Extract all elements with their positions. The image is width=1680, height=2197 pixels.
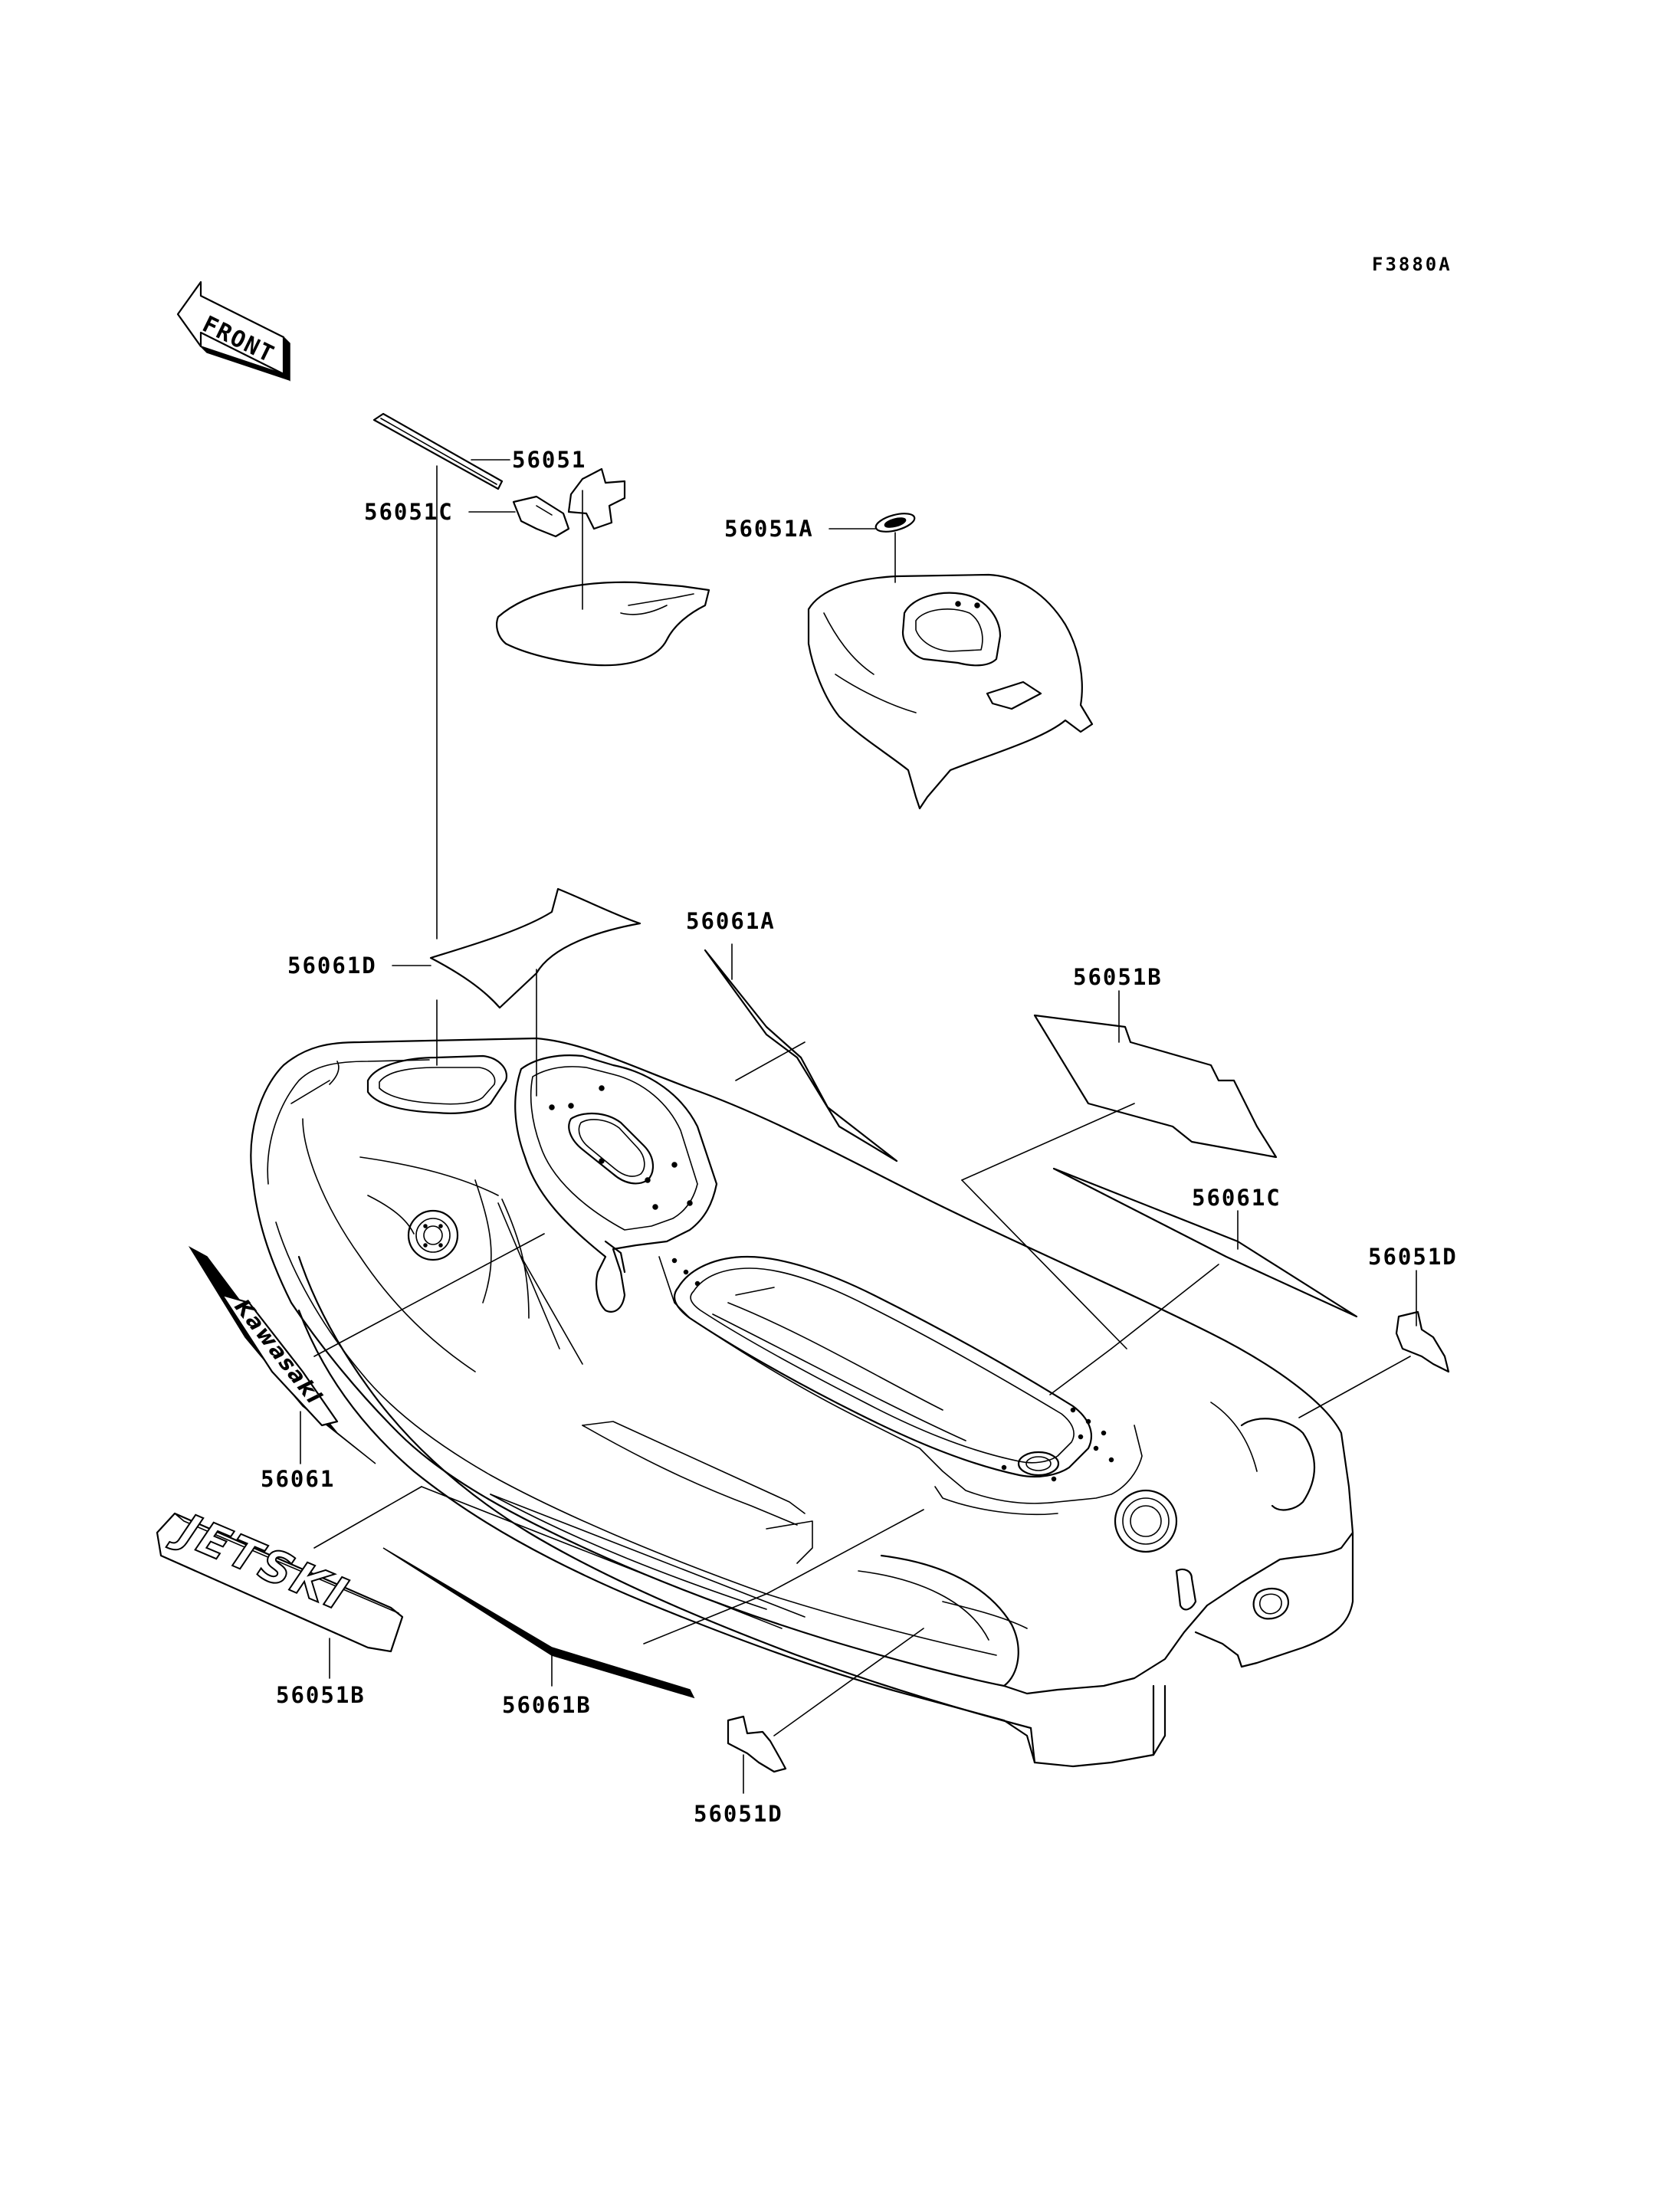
hood-cover-part — [807, 573, 1094, 810]
callout-56051B-bottom: 56051B — [276, 1682, 366, 1708]
callout-56051C: 56051C — [364, 499, 454, 525]
decal-56051B-top — [1033, 1014, 1278, 1159]
decal-56051C — [512, 467, 626, 538]
leader-56051B-bottom-b — [421, 1486, 783, 1629]
decal-56051D-right — [1395, 1310, 1450, 1373]
callout-56051A: 56051A — [724, 516, 814, 542]
leader-56061B-hull2 — [766, 1509, 924, 1595]
callout-56051B-top: 56051B — [1073, 964, 1163, 990]
leader-56051B-bottom-a — [313, 1486, 422, 1549]
seat-cover-part — [496, 581, 710, 667]
leader-56061A-hull — [735, 1041, 806, 1081]
hull-deck-part — [250, 1037, 1354, 1768]
front-arrow-icon: FRONT — [176, 280, 290, 382]
decal-56051B-jetski: JETSKI — [156, 1500, 404, 1653]
decal-56061B — [382, 1547, 695, 1699]
decal-56051 — [372, 412, 504, 490]
leader-56051D-right-hull — [1298, 1356, 1411, 1418]
leader-56051B-top-a — [961, 1103, 1135, 1181]
decal-56051A — [874, 513, 916, 533]
callout-56061: 56061 — [261, 1466, 335, 1492]
diagram-reference-number: F3880A — [1372, 254, 1452, 275]
callout-56061A: 56061A — [686, 908, 776, 934]
decal-56061D — [429, 887, 641, 1009]
callout-56051D-bottom: 56051D — [694, 1801, 783, 1827]
callout-56061C: 56061C — [1192, 1185, 1281, 1211]
callout-56051: 56051 — [512, 447, 586, 473]
decal-56061C — [1052, 1167, 1358, 1318]
leader-56051D-bottom-hull — [773, 1628, 924, 1736]
kawasaki-logo-text: Kawasaki — [229, 1294, 327, 1409]
leader-56061C-hull2 — [1049, 1348, 1112, 1395]
leader-56061C-hull — [1111, 1264, 1219, 1349]
leader-56061-hull — [313, 1233, 545, 1357]
callout-56061D: 56061D — [287, 953, 377, 979]
decal-56061A — [704, 949, 898, 1162]
leader-56061B-hull — [643, 1593, 767, 1644]
callout-56061B: 56061B — [502, 1692, 592, 1718]
leader-56051B-top-b — [961, 1179, 1127, 1349]
decal-56051D-bottom — [727, 1715, 787, 1773]
callout-56051D-right: 56051D — [1368, 1244, 1458, 1270]
